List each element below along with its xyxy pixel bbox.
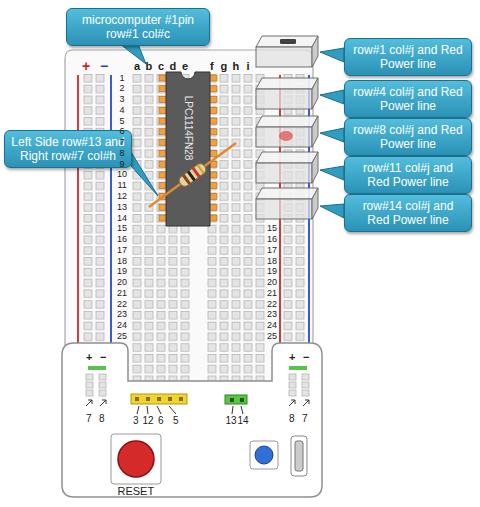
user-button	[255, 446, 273, 464]
row-number: 23	[117, 310, 127, 319]
row-number: 24	[267, 321, 277, 330]
microcomputer-chip	[166, 72, 210, 226]
pin-number: 12	[143, 416, 154, 426]
callout-box: row#1 col#j and Red Power line	[344, 38, 472, 76]
row-number: 20	[267, 278, 277, 287]
row-number: 12	[117, 192, 127, 201]
button-label: RESET	[118, 486, 155, 497]
pin-number: 7	[302, 414, 308, 424]
column-letter: i	[247, 61, 250, 72]
row-number: 9	[120, 160, 125, 169]
column-letter: g	[221, 61, 228, 72]
row-number: 17	[267, 246, 277, 255]
row-number: 23	[267, 310, 277, 319]
row-number: 16	[267, 235, 277, 244]
row-number: 7	[120, 138, 125, 147]
power-indicator	[88, 366, 106, 370]
chip-name: LPC1114FN28	[183, 96, 193, 161]
row-number: 22	[267, 300, 277, 309]
user-button-housing	[250, 441, 278, 469]
pin-number: 8	[289, 414, 295, 424]
connector-pins	[135, 397, 244, 402]
power-rail-blue	[110, 75, 112, 385]
column-letter: d	[170, 61, 177, 72]
power-rail-red	[77, 75, 79, 385]
row-number: 18	[267, 257, 277, 266]
power-sign: −	[100, 352, 106, 363]
callout-box: Left Side row#13 and Right row#7 col#h	[4, 130, 132, 168]
pin-number: 8	[99, 414, 105, 424]
callout-text: row#14 col#j and Red Power line	[351, 199, 465, 227]
callout-box: microcomputer #1pin row#1 col#c	[66, 8, 210, 46]
row-number: 1	[120, 74, 125, 83]
row-number: 22	[117, 300, 127, 309]
row-number: 2	[120, 84, 125, 93]
column-letter: a	[134, 61, 140, 72]
callout-box: row#11 col#j and Red Power line	[344, 156, 472, 194]
pointer-arrows	[86, 400, 309, 414]
row-number: 4	[120, 106, 125, 115]
row-number: 8	[120, 149, 125, 158]
column-letter: h	[233, 61, 240, 72]
row-number: 13	[117, 203, 127, 212]
base-board	[62, 343, 322, 497]
pin-number: 14	[238, 416, 249, 426]
row-number: 21	[117, 289, 127, 298]
row-number: 10	[117, 170, 127, 179]
power-sign: −	[303, 352, 309, 363]
column-letter: f	[210, 61, 214, 72]
row-number: 5	[120, 117, 125, 126]
callout-box: row#4 col#j and Red Power line	[344, 80, 472, 118]
pin-number: 13	[226, 416, 237, 426]
row-number: 18	[117, 257, 127, 266]
column-letter: b	[146, 61, 153, 72]
callout-pointers	[120, 44, 344, 218]
row-number: 14	[117, 214, 127, 223]
row-number: 15	[117, 224, 127, 233]
callout-text: row#4 col#j and Red Power line	[351, 85, 465, 113]
row-number: 15	[267, 224, 277, 233]
slide-switch	[291, 436, 307, 476]
row-number: 19	[267, 267, 277, 276]
callout-text: row#8 col#j and Red Power line	[351, 123, 465, 151]
header-connector	[225, 395, 247, 404]
pin-number: 3	[133, 416, 139, 426]
callout-text: microcomputer #1pin row#1 col#c	[73, 13, 203, 41]
row-number: 19	[117, 267, 127, 276]
pin-number: 6	[158, 416, 164, 426]
row-number: 24	[117, 321, 127, 330]
callout-box: row#8 col#j and Red Power line	[344, 118, 472, 156]
base-headers	[86, 374, 309, 396]
row-number: 16	[117, 235, 127, 244]
rail-sign: −	[100, 59, 108, 73]
rail-sign: +	[82, 59, 90, 73]
row-number: 25	[117, 332, 127, 341]
row-number: 25	[267, 332, 277, 341]
column-letter: c	[158, 61, 164, 72]
pin-number: 5	[173, 416, 179, 426]
slide-switch-knob	[295, 441, 303, 471]
header-connector	[131, 394, 187, 404]
row-number: 20	[117, 278, 127, 287]
row-number: 11	[118, 181, 127, 190]
row-number: 21	[267, 289, 277, 298]
row-number: 3	[120, 95, 125, 104]
tact-switches	[256, 36, 318, 219]
callout-text: Left Side row#13 and Right row#7 col#h	[11, 135, 125, 163]
power-sign: +	[289, 352, 295, 363]
reset-button	[118, 441, 154, 477]
row-number: 6	[120, 127, 125, 136]
reset-button-housing	[111, 434, 161, 484]
column-letter: e	[182, 61, 188, 72]
breadboard-body	[65, 50, 313, 390]
power-indicator	[289, 366, 307, 370]
callout-text: row#11 col#j and Red Power line	[351, 161, 465, 189]
callout-box: row#14 col#j and Red Power line	[344, 194, 472, 232]
callout-text: row#1 col#j and Red Power line	[351, 43, 465, 71]
pin-number: 7	[86, 414, 92, 424]
power-sign: +	[86, 352, 92, 363]
row-number: 17	[117, 246, 127, 255]
